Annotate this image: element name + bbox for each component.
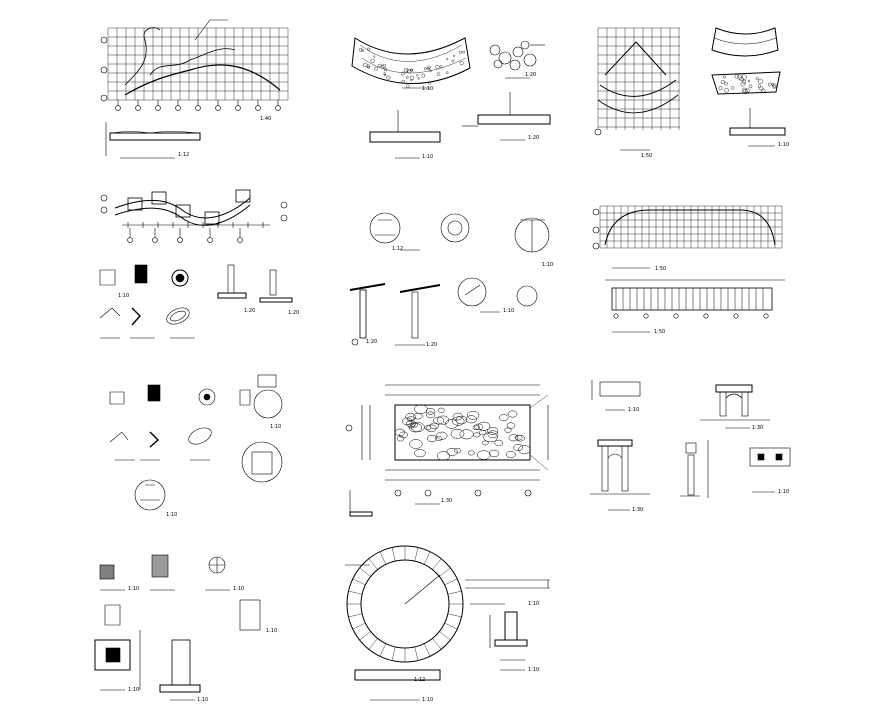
scale-label: 1:10 xyxy=(528,601,540,607)
post-and-beam-details xyxy=(349,212,550,346)
fence-grid-elevation xyxy=(592,205,785,333)
scale-label: 1:10 xyxy=(528,667,540,673)
detail-group-bottom-left xyxy=(94,554,261,701)
stone-wall-plan xyxy=(345,384,549,517)
scale-label: 1:12 xyxy=(178,152,190,158)
scale-label: 1:10 xyxy=(778,142,790,148)
wavy-bench-plan xyxy=(100,189,288,243)
scale-label: 1:10 xyxy=(422,154,434,160)
scale-label: 1:10 xyxy=(197,697,209,703)
panel-4-scale: 1:12 xyxy=(414,677,426,683)
scale-label: 1:10 xyxy=(778,489,790,495)
detail-group-left xyxy=(109,374,283,511)
scale-label: 1:10 xyxy=(628,407,640,413)
scale-label: 1:10 xyxy=(422,86,434,92)
scale-label: 1:50 xyxy=(641,153,653,159)
scale-label: 1:10 xyxy=(128,586,140,592)
panel-1-scale: 1:40 xyxy=(260,116,272,122)
scale-label: 1:10 xyxy=(270,424,282,430)
grid-plan-curved-path xyxy=(100,19,289,159)
panel-3-scale: 1:30 xyxy=(441,498,453,504)
scale-label: 1:50 xyxy=(654,329,666,335)
scale-label: 1:20 xyxy=(366,339,378,345)
scale-label: 1:30 xyxy=(752,425,764,431)
scale-label: 1:20 xyxy=(244,308,256,314)
scale-label: 1:10 xyxy=(128,687,140,693)
pergola-elevations xyxy=(590,380,791,511)
scale-label: 1:10 xyxy=(422,697,434,703)
scale-label: 1:10 xyxy=(542,262,554,268)
triangle-grid-plan xyxy=(594,27,786,151)
scale-label: 1:10 xyxy=(166,512,178,518)
scale-label: 1:10 xyxy=(266,628,278,634)
scale-label: 1:10 xyxy=(233,586,245,592)
scale-label: 1:20 xyxy=(426,342,438,348)
scale-label: 1:20 xyxy=(528,135,540,141)
scale-label: 1:20 xyxy=(288,310,300,316)
bench-detail-row xyxy=(99,264,293,339)
panel-2-scale: 1:50 xyxy=(655,266,667,272)
scale-label: 1:10 xyxy=(503,308,515,314)
scale-label: 1:12 xyxy=(392,246,404,252)
circular-paving-plan xyxy=(345,545,550,701)
scale-label: 1:30 xyxy=(632,507,644,513)
curved-paving-band xyxy=(351,37,551,159)
scale-label: 1:20 xyxy=(525,72,537,78)
scale-label: 1:10 xyxy=(118,293,130,299)
